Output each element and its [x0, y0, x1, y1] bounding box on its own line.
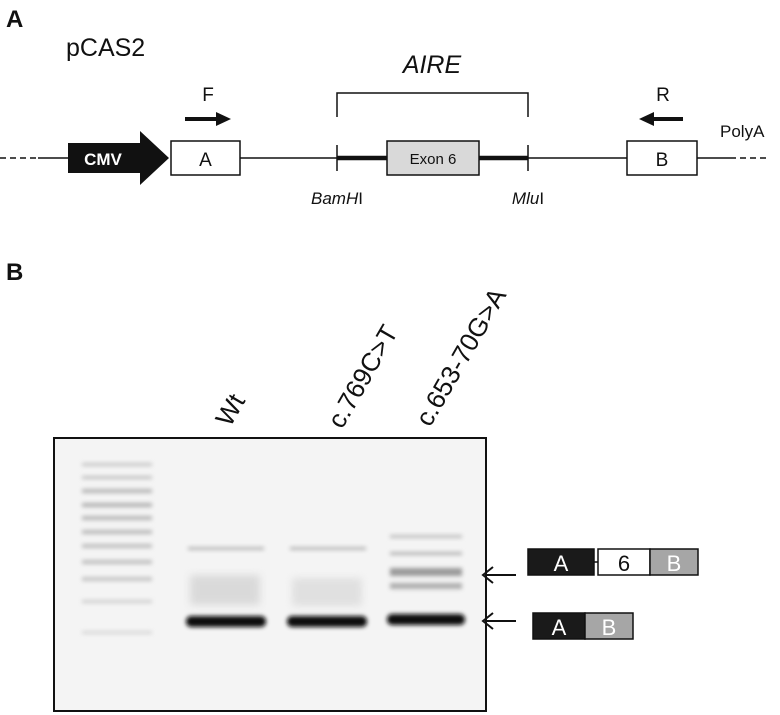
band-short-product	[287, 616, 367, 627]
cmv-promoter-arrow	[68, 131, 169, 185]
primer-f-arrow	[185, 112, 231, 126]
gene-name: AIRE	[401, 51, 462, 79]
lane-label-c653: c.653-70G>A	[409, 282, 512, 431]
product-long-exon-a-label: A	[554, 551, 569, 576]
primer-r-label: R	[656, 85, 670, 106]
band-faint-upper	[188, 547, 264, 550]
lane-label-c769: c.769C>T	[321, 320, 404, 433]
primer-r-arrow	[639, 112, 683, 126]
product-long-diagram: A 6 B	[527, 548, 699, 576]
band-short-product	[186, 616, 266, 627]
exon-b-label: B	[656, 150, 669, 171]
product-short-exon-b-label: B	[602, 615, 617, 640]
bamhi-roman: I	[358, 189, 363, 208]
product-short-diagram: A B	[532, 612, 634, 640]
band-faint-top	[390, 535, 462, 538]
product-short-exon-b	[584, 612, 634, 640]
exon-a-box	[170, 140, 241, 176]
panel-a-letter: A	[6, 6, 23, 33]
band-faint-upper	[390, 552, 462, 555]
arrow-long-product	[481, 566, 516, 584]
plasmid-name: pCAS2	[66, 34, 145, 62]
bamhi-italic: BamH	[311, 189, 359, 208]
mlui-label: MluI	[512, 189, 544, 208]
dna-ladder	[82, 463, 152, 634]
arrow-short-product	[481, 612, 516, 630]
lane-c769	[287, 547, 367, 627]
product-long-exon-b-label: B	[667, 551, 682, 576]
band-short-product	[387, 614, 465, 625]
product-short-exon-a	[532, 612, 586, 640]
exon-6-box	[386, 140, 480, 176]
product-short-exon-a-label: A	[552, 615, 567, 640]
lane-wt	[186, 547, 266, 627]
panel-b: B Wt c.769C>T c.653-70G>A	[6, 259, 699, 712]
band-smear	[190, 575, 260, 605]
mlui-roman: I	[539, 189, 544, 208]
panel-a: A pCAS2 AIRE CMV A Exon 6 B F	[0, 6, 770, 208]
band-intermediate	[390, 583, 462, 589]
polya-label: PolyA	[720, 122, 765, 141]
product-long-exon-b	[649, 548, 699, 576]
primer-f-label: F	[202, 85, 214, 106]
band-faint-upper	[290, 547, 366, 550]
bamhi-label: BamHI	[311, 189, 363, 208]
band-long-product	[390, 568, 462, 576]
band-smear	[292, 578, 362, 606]
lane-c653	[387, 535, 465, 625]
exon-b-box	[626, 140, 698, 176]
gene-bracket	[336, 92, 529, 117]
product-long-exon-6-label: 6	[618, 551, 630, 576]
exon-a-label: A	[199, 150, 212, 171]
cmv-label: CMV	[84, 150, 122, 169]
panel-b-letter: B	[6, 259, 23, 286]
exon-6-label: Exon 6	[410, 151, 457, 168]
mlui-italic: Mlu	[512, 189, 540, 208]
lane-label-wt: Wt	[209, 388, 251, 431]
